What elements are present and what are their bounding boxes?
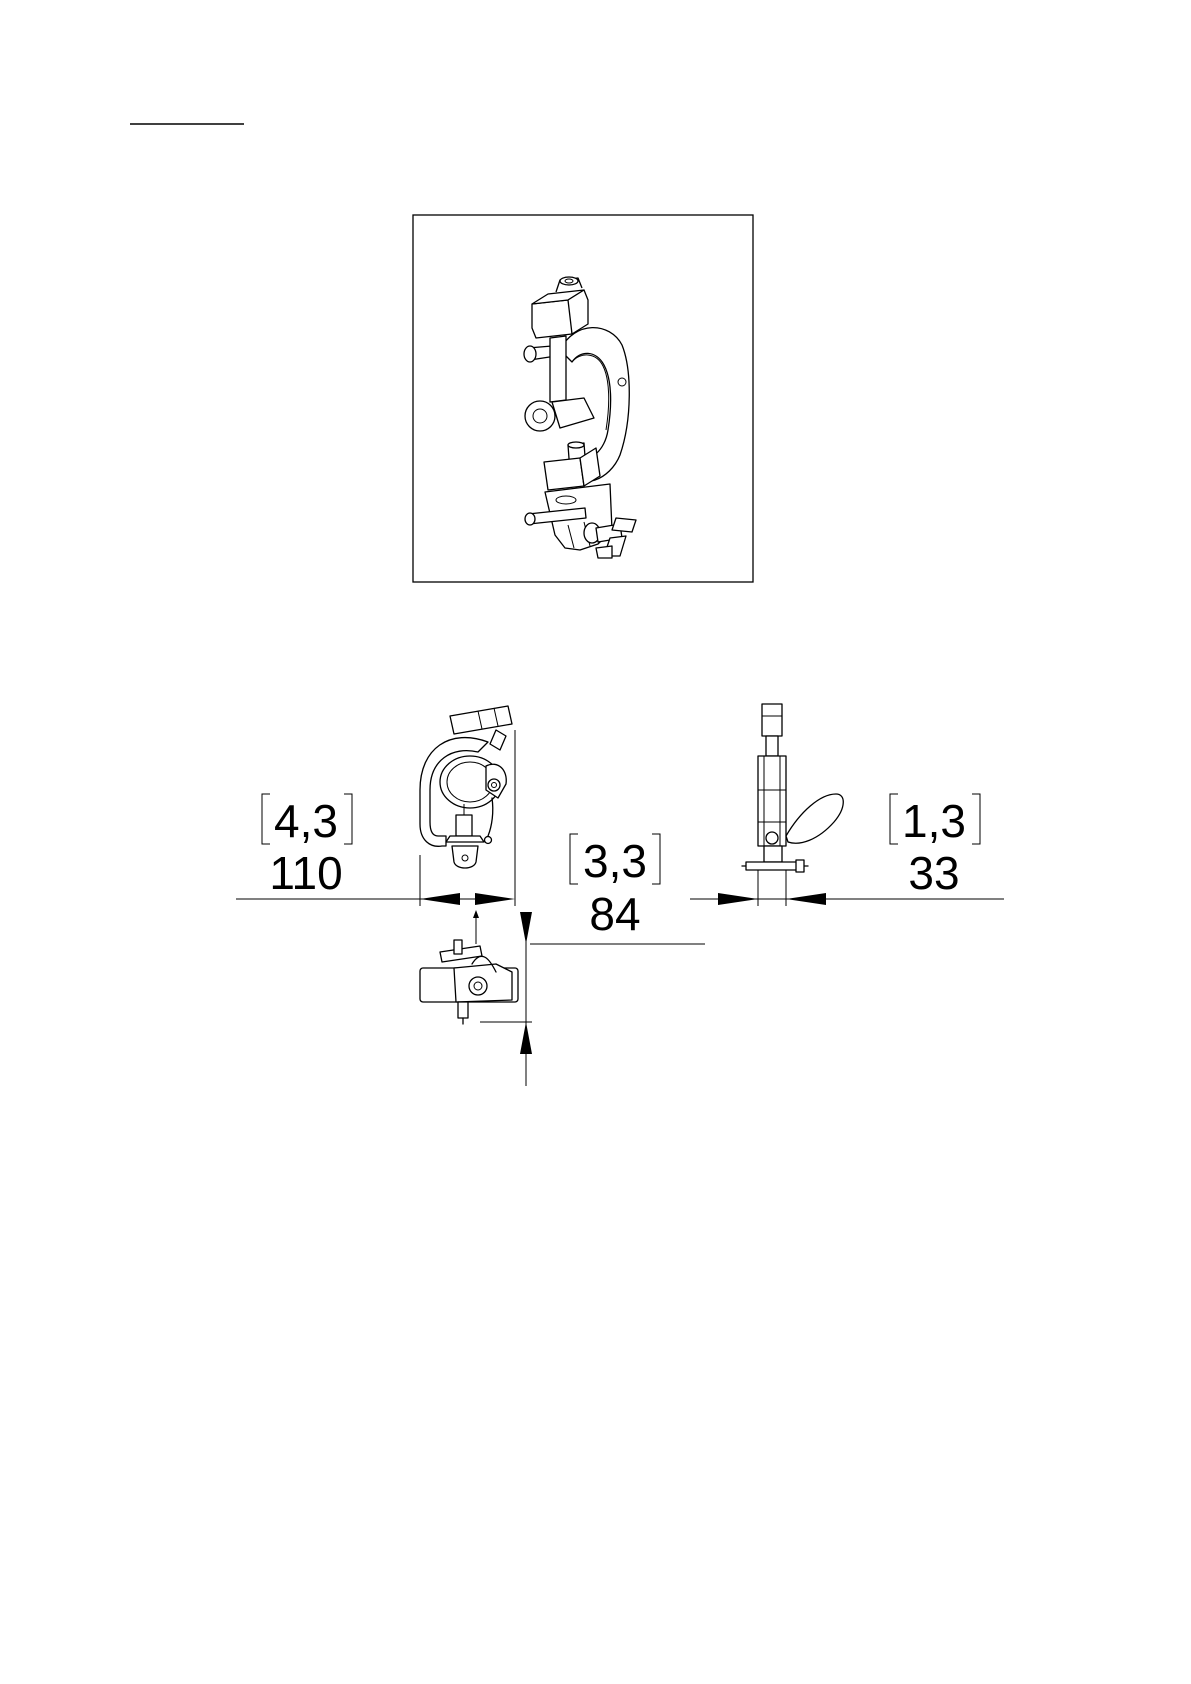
thickness-inch-value: 1,3 — [902, 795, 966, 847]
width-mm-value: 110 — [269, 847, 342, 899]
depth-dimension — [520, 912, 532, 1086]
width-label: 4,3 110 — [262, 794, 352, 899]
clamp-side-view — [742, 704, 843, 906]
thickness-mm-value: 33 — [908, 847, 959, 899]
clamp-front-view — [420, 706, 512, 868]
depth-mm-value: 84 — [589, 888, 640, 940]
depth-inch-value: 3,3 — [583, 835, 647, 887]
width-inch-value: 4,3 — [274, 795, 338, 847]
thickness-label: 1,3 33 — [890, 794, 980, 899]
clamp-isometric-illustration — [524, 277, 636, 558]
depth-label: 3,3 84 — [570, 834, 660, 940]
clamp-top-view — [420, 910, 518, 1024]
